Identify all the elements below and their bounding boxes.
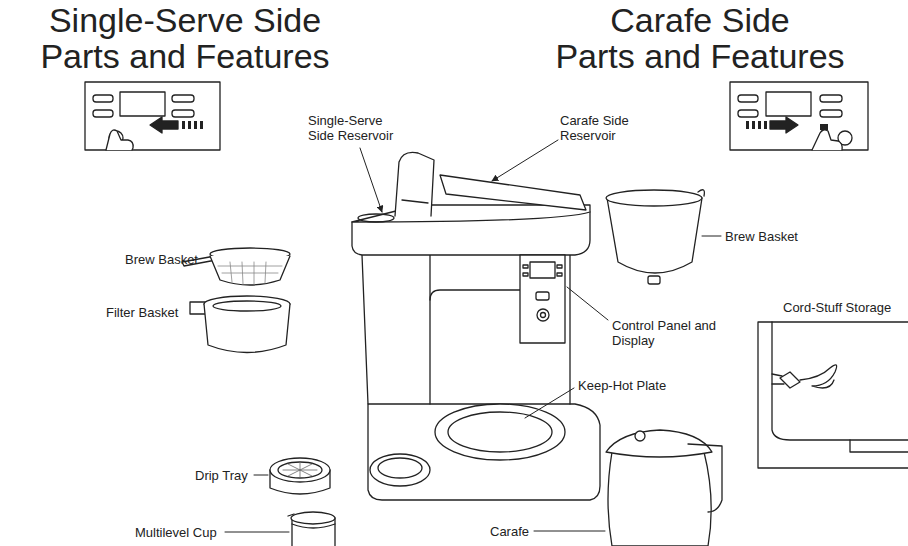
drip-tray — [254, 458, 330, 494]
section-heading: Parts and Features — [10, 38, 360, 74]
filter-basket — [190, 296, 290, 353]
control-panel-inset — [85, 82, 220, 150]
part-label: Brew Basket — [125, 252, 198, 267]
control-panel-inset — [730, 82, 868, 150]
part-label: Cord-Stuff Storage — [783, 300, 891, 315]
part-label: Carafe Side Reservoir — [560, 113, 640, 143]
part-label: Keep-Hot Plate — [578, 378, 666, 393]
part-label: Drip Tray — [195, 468, 248, 483]
section-heading: Single-Serve Side — [10, 2, 360, 38]
leader-lines — [360, 140, 608, 418]
multilevel-cup — [225, 512, 335, 546]
brew-basket — [606, 190, 721, 284]
carafe — [534, 430, 722, 546]
section-heading: Carafe Side — [515, 2, 885, 38]
brew-basket — [182, 248, 290, 285]
part-label: Control Panel and Display — [612, 318, 724, 348]
part-label: Carafe — [490, 524, 529, 539]
part-label: Filter Basket — [106, 305, 178, 320]
part-label: Multilevel Cup — [135, 525, 217, 540]
coffee-maker — [352, 152, 600, 500]
section-heading: Parts and Features — [515, 38, 885, 74]
part-label: Single-Serve Side Reservoir — [308, 113, 403, 143]
part-label: Brew Basket — [725, 229, 798, 244]
cord-storage-inset — [758, 322, 908, 468]
